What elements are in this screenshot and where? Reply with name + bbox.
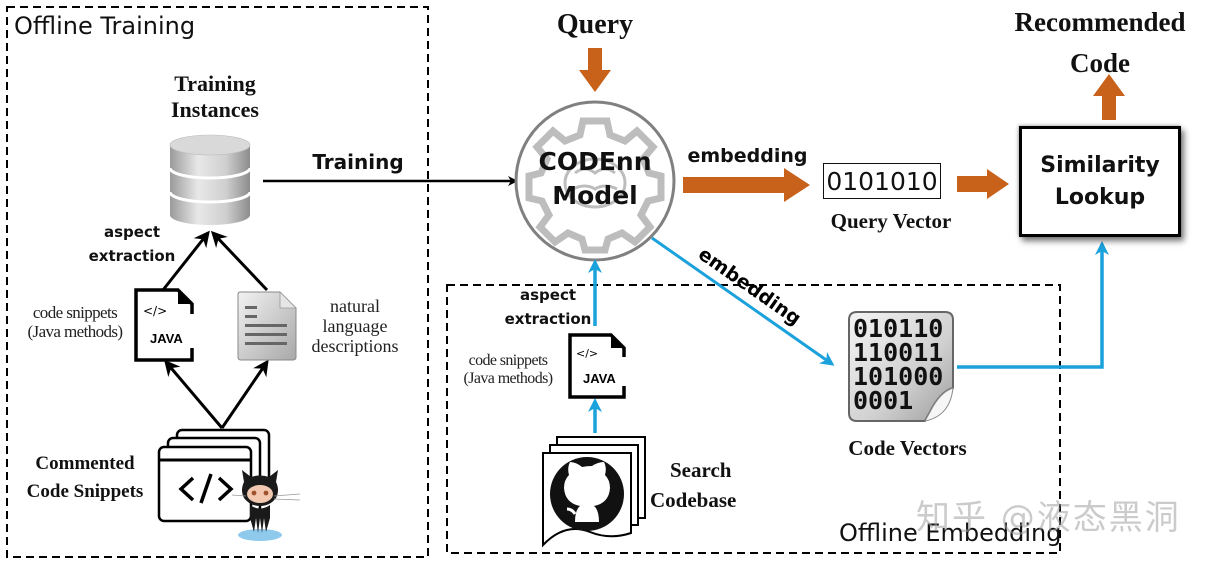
codenn-line: CODEnn <box>538 147 652 176</box>
watermark: 知乎 @液态黑洞 <box>916 498 1181 538</box>
code-snippets-line: code snippets <box>468 352 548 369</box>
code-vector-line: 110011 <box>853 338 943 367</box>
offline-training-label: Offline Training <box>14 12 196 40</box>
java-file-icon-search <box>568 333 627 399</box>
search-code-snippets-label: code snippets (Java methods) <box>448 352 568 387</box>
query-vector-value: 0101010 <box>826 166 938 196</box>
code-vectors-icon: 010110 110011 101000 0001 <box>848 311 954 422</box>
query-label: Query <box>556 9 634 40</box>
model-line: Model <box>552 180 638 210</box>
code-vector-line: 101000 <box>853 362 943 391</box>
java-methods-line: (Java methods) <box>27 321 124 341</box>
codebase-line: Codebase <box>650 488 737 513</box>
database-icon <box>168 134 252 225</box>
java-tag-search: JAVA <box>583 371 616 386</box>
octocat-icon <box>231 470 301 541</box>
nl-line: language <box>322 315 388 336</box>
similarity-lookup-box: Similarity Lookup <box>1019 126 1181 237</box>
query-vector-label: Query Vector <box>830 209 952 233</box>
offline-embedding-region <box>446 284 1061 554</box>
code-vectors-to-lookup-arrow <box>957 241 1109 369</box>
offline-training-region <box>6 6 429 558</box>
snippets-to-java-arrow <box>164 359 224 429</box>
lookup-output-arrow <box>1093 74 1125 120</box>
extraction-line: extraction <box>88 247 176 265</box>
query-embedding-label: embedding <box>687 145 808 167</box>
document-icon <box>237 291 297 361</box>
extraction-line: extraction <box>504 310 592 328</box>
codenn-model-icon <box>514 100 676 262</box>
code-snippets-stack-icon <box>157 428 271 523</box>
nl-line: natural <box>330 296 380 316</box>
java-file-icon <box>134 288 194 362</box>
commented-snippets-label: Commented Code Snippets <box>14 450 156 505</box>
query-embedding-arrow <box>683 168 810 202</box>
java-code-glyph: </> <box>143 304 167 318</box>
nl-descriptions-label: natural language descriptions <box>302 296 408 356</box>
training-code-snippets-label: code snippets (Java methods) <box>14 303 136 341</box>
commented-line: Commented <box>35 453 135 474</box>
java-code-glyph-search: </> <box>576 347 598 360</box>
java-to-db-arrow <box>161 230 210 291</box>
code-embedding-label: embedding <box>694 243 805 330</box>
vector-to-lookup-arrow <box>957 169 1009 199</box>
code-line: Code <box>1070 47 1130 78</box>
recommended-line: Recommended <box>1014 7 1186 37</box>
training-aspect-extraction-label: aspect extraction <box>82 220 182 268</box>
nl-line: descriptions <box>311 335 399 356</box>
search-aspect-extraction-label: aspect extraction <box>498 283 598 331</box>
code-snippets-line: Code Snippets <box>26 480 144 502</box>
search-line: Search <box>670 458 732 482</box>
java-tag: JAVA <box>150 331 183 346</box>
code-vectors-label: Code Vectors <box>848 436 967 460</box>
code-snippets-line: code snippets <box>32 303 118 322</box>
training-instances-label: Training Instances <box>140 71 290 124</box>
code-vector-line: 010110 <box>853 314 943 343</box>
query-arrow <box>579 48 611 92</box>
nl-to-db-arrow <box>210 230 269 292</box>
aspect-line: aspect <box>519 286 577 304</box>
search-codebase-label: Search Codebase <box>650 455 760 516</box>
recommended-code-label: Recommended Code <box>995 2 1205 83</box>
aspect-line: aspect <box>103 223 161 241</box>
codenn-model-label: CODEnn Model <box>525 145 665 213</box>
github-codebase-icon <box>542 436 646 548</box>
code-embedding-arrow <box>651 236 835 366</box>
code-vector-line: 0001 <box>853 386 913 415</box>
offline-embedding-label: Offline Embedding <box>839 519 1062 547</box>
training-instances-line: Training <box>174 71 256 96</box>
query-vector-box: 0101010 <box>823 163 941 199</box>
similarity-line: Similarity <box>1040 152 1160 178</box>
snippets-to-nl-arrow <box>220 359 269 429</box>
java-methods-line: (Java methods) <box>463 369 554 387</box>
lookup-line: Lookup <box>1054 184 1146 210</box>
training-instances-line: Instances <box>170 97 259 123</box>
training-arrow-label: Training <box>312 150 404 174</box>
